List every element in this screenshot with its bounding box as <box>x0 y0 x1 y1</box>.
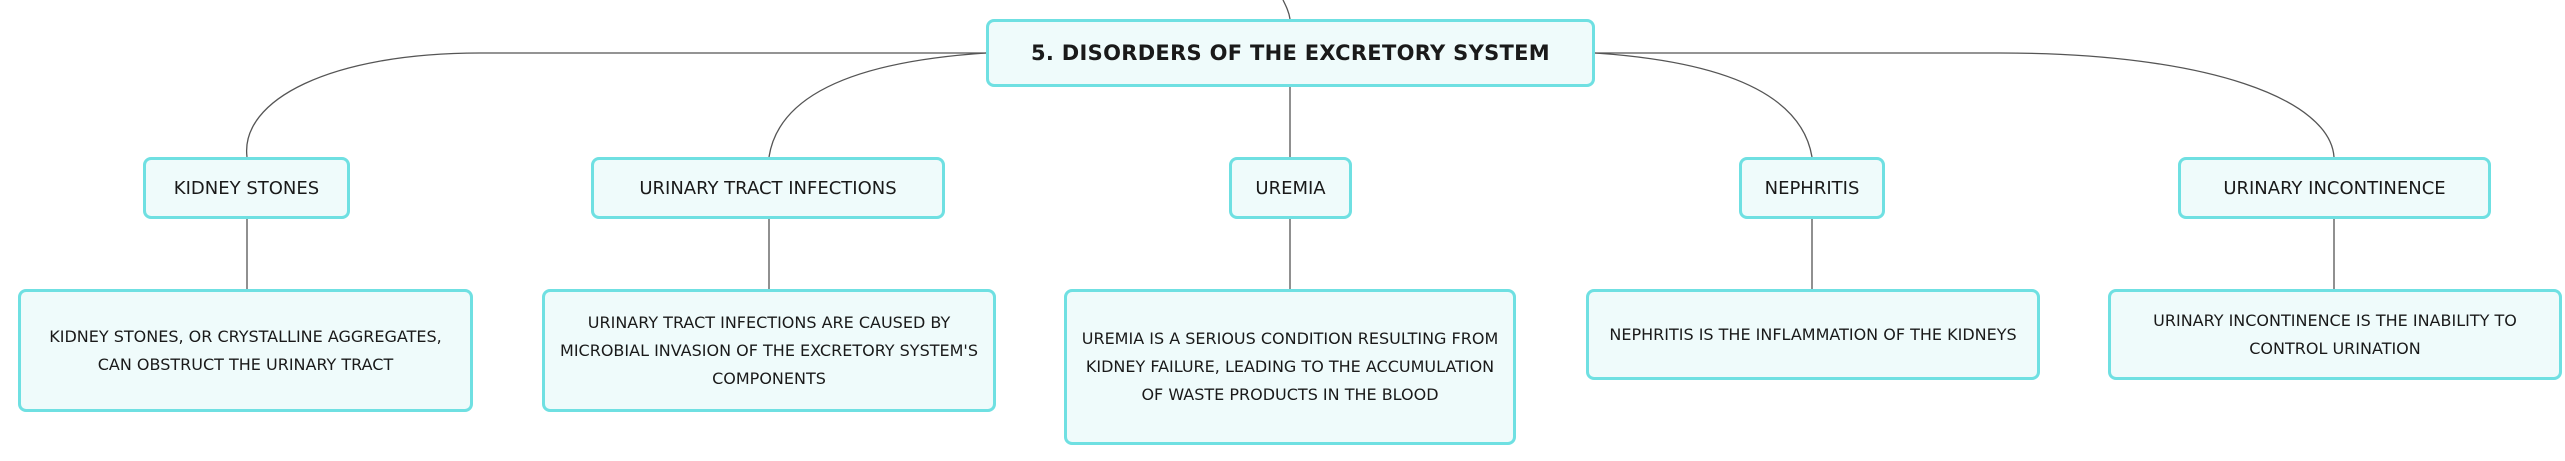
description-text: NEPHRITIS IS THE INFLAMMATION OF THE KID… <box>1609 324 2017 344</box>
topic-urinary-tract-infections[interactable]: URINARY TRACT INFECTIONS <box>591 157 945 219</box>
connector-central-nephritis <box>1594 52 1813 158</box>
description-text: UREMIA IS A SERIOUS CONDITION RESULTING … <box>1081 329 1499 404</box>
description-uremia[interactable]: UREMIA IS A SERIOUS CONDITION RESULTING … <box>1064 289 1516 445</box>
connector-central-urinary-incontinence <box>1595 52 2335 158</box>
description-text: URINARY INCONTINENCE IS THE INABILITY TO… <box>2153 310 2517 358</box>
description-urinary-incontinence[interactable]: URINARY INCONTINENCE IS THE INABILITY TO… <box>2108 289 2562 380</box>
topic-uremia[interactable]: UREMIA <box>1229 157 1352 219</box>
description-urinary-tract-infections[interactable]: URINARY TRACT INFECTIONS ARE CAUSED BY M… <box>542 289 996 412</box>
description-nephritis[interactable]: NEPHRITIS IS THE INFLAMMATION OF THE KID… <box>1586 289 2040 380</box>
description-text: KIDNEY STONES, OR CRYSTALLINE AGGREGATES… <box>49 326 442 374</box>
topic-nephritis[interactable]: NEPHRITIS <box>1739 157 1885 219</box>
topic-urinary-incontinence[interactable]: URINARY INCONTINENCE <box>2178 157 2491 219</box>
description-text: URINARY TRACT INFECTIONS ARE CAUSED BY M… <box>560 312 978 388</box>
topic-label: KIDNEY STONES <box>173 177 320 199</box>
central-topic-title: 5. DISORDERS OF THE EXCRETORY SYSTEM <box>1031 41 1550 65</box>
central-topic[interactable]: 5. DISORDERS OF THE EXCRETORY SYSTEM <box>986 19 1595 87</box>
topic-label: URINARY INCONTINENCE <box>2223 177 2446 199</box>
connector-central-kidney-stones <box>246 52 986 158</box>
connector-parent <box>1282 0 1291 20</box>
topic-label: URINARY TRACT INFECTIONS <box>639 177 897 199</box>
description-kidney-stones[interactable]: KIDNEY STONES, OR CRYSTALLINE AGGREGATES… <box>18 289 473 412</box>
connector-central-urinary-tract-infections <box>768 52 987 158</box>
topic-kidney-stones[interactable]: KIDNEY STONES <box>143 157 350 219</box>
topic-label: NEPHRITIS <box>1764 177 1860 199</box>
topic-label: UREMIA <box>1255 177 1326 199</box>
